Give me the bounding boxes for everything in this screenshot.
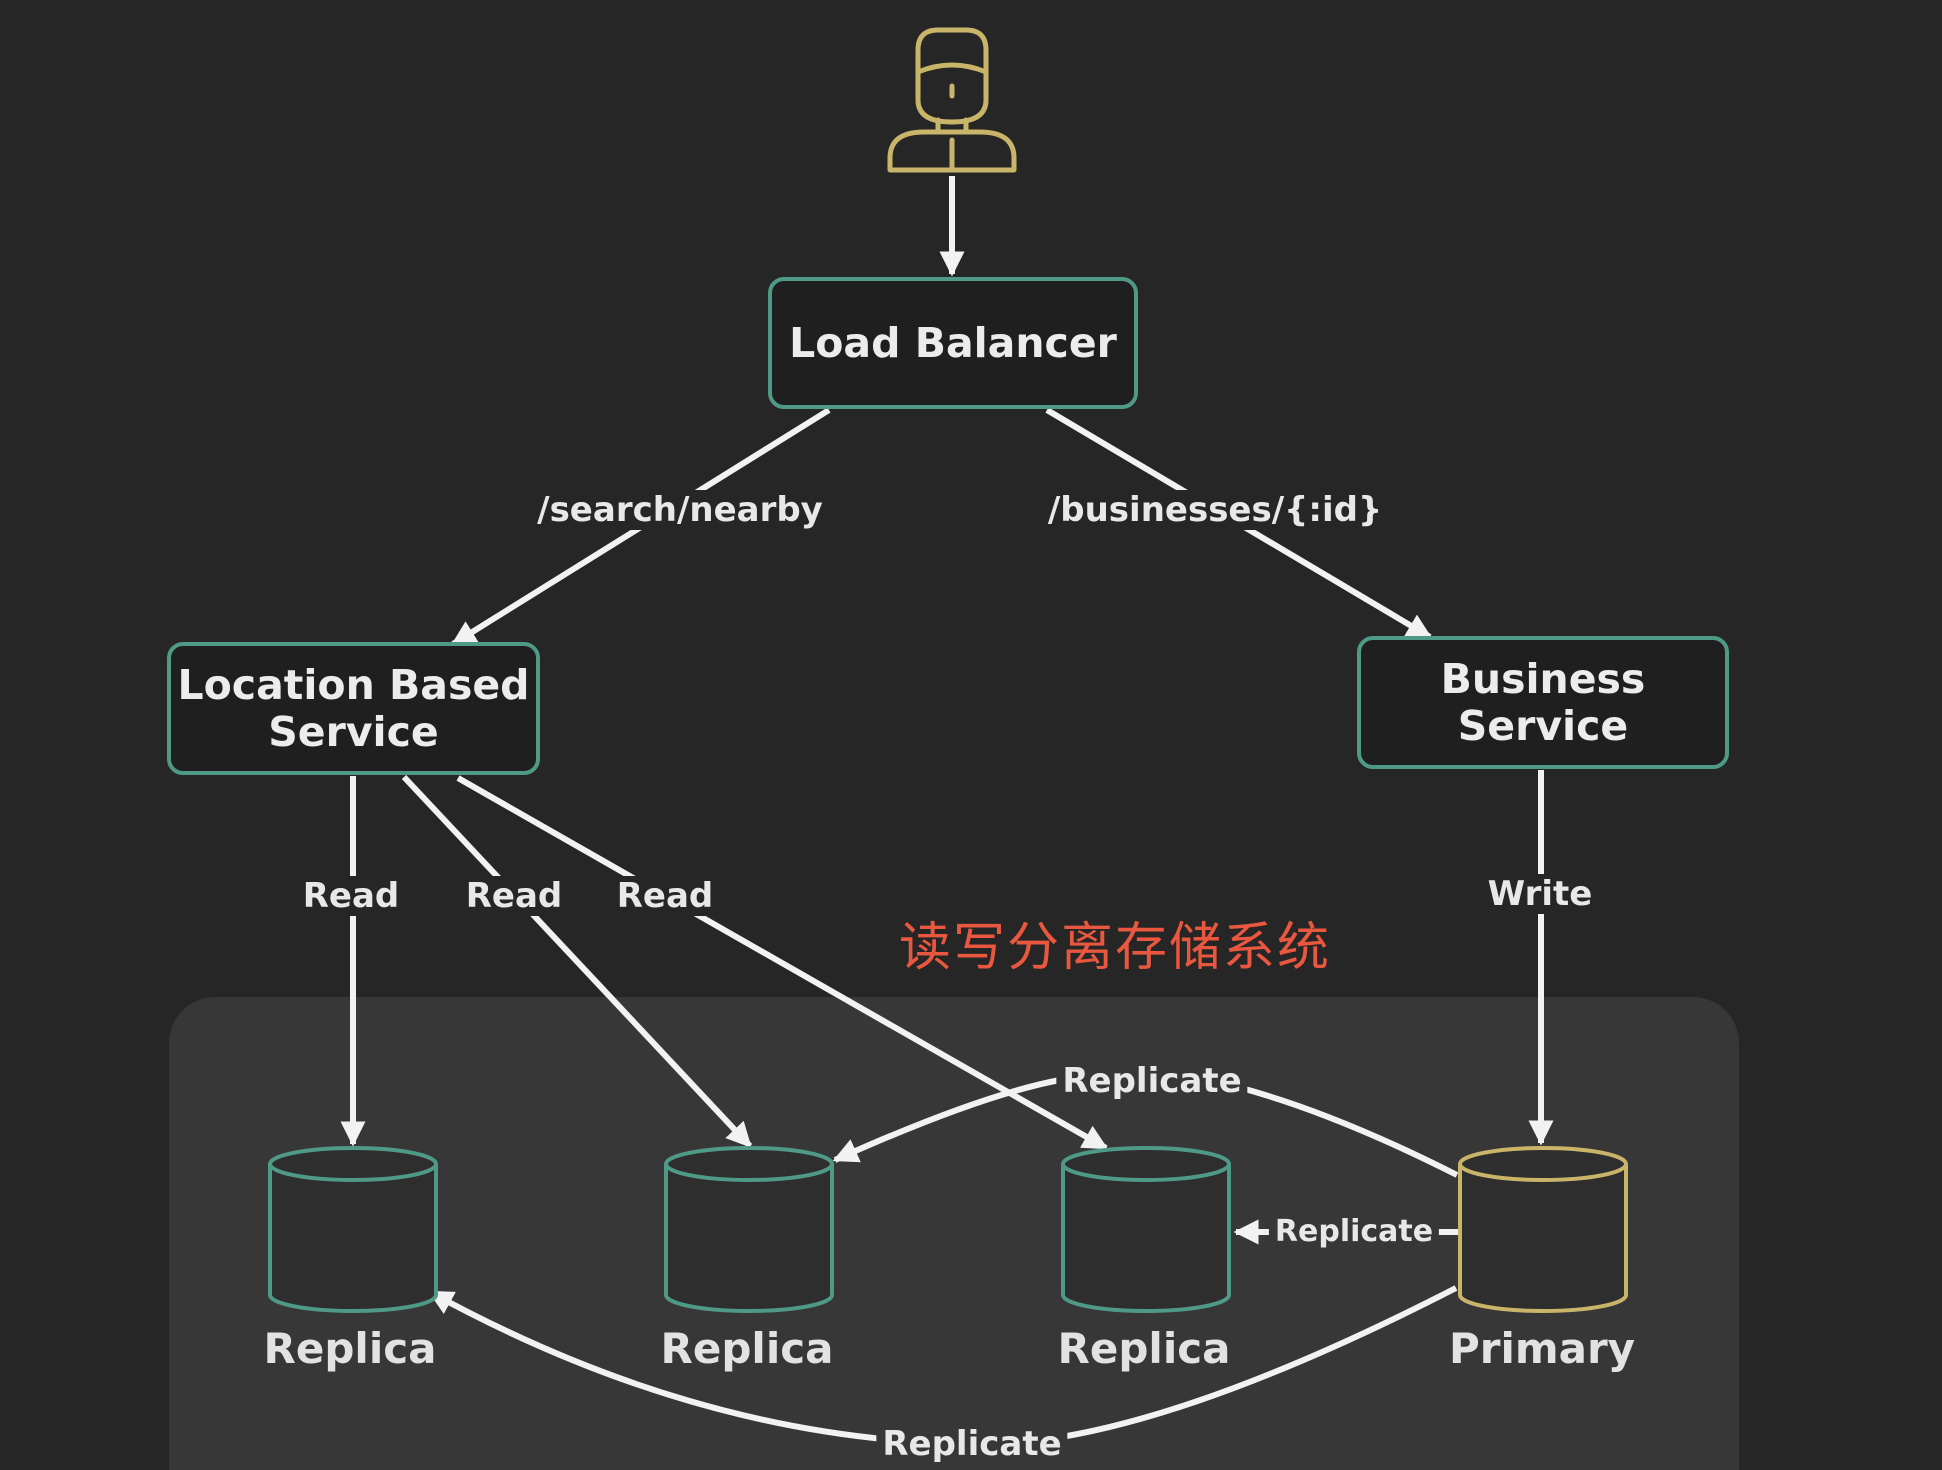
replica-2-label: Replica — [660, 1324, 834, 1373]
replica-1-label: Replica — [263, 1324, 437, 1373]
edge-label-search-nearby: /search/nearby — [531, 490, 829, 530]
user-icon — [887, 27, 1017, 173]
location-based-service-node: Location Based Service — [167, 642, 540, 775]
edge-label-replicate-bottom: Replicate — [876, 1424, 1068, 1464]
replica-1-cylinder — [268, 1146, 438, 1313]
edge-label-read-1: Read — [296, 876, 406, 916]
replica-3-cylinder — [1061, 1146, 1231, 1313]
edge-label-read-3: Read — [610, 876, 720, 916]
edge-label-replicate-mid: Replicate — [1268, 1212, 1440, 1252]
edge-replicate-primary-to-replica-1 — [427, 1285, 1458, 1448]
edge-label-businesses-id: /businesses/{:id} — [1041, 490, 1389, 530]
replica-3-label: Replica — [1057, 1324, 1231, 1373]
chinese-caption: 读写分离存储系统 — [898, 918, 1332, 978]
edge-location-to-replica-3 — [456, 775, 1109, 1151]
load-balancer-node: Load Balancer — [768, 277, 1138, 409]
edge-label-replicate-top: Replicate — [1056, 1061, 1248, 1101]
replica-2-cylinder — [664, 1146, 834, 1313]
edge-label-write: Write — [1481, 874, 1599, 914]
edge-location-to-replica-2 — [401, 774, 753, 1149]
edge-label-read-2: Read — [459, 876, 569, 916]
business-service-node: Business Service — [1357, 636, 1729, 769]
primary-cylinder — [1458, 1146, 1628, 1313]
primary-label: Primary — [1448, 1324, 1636, 1373]
